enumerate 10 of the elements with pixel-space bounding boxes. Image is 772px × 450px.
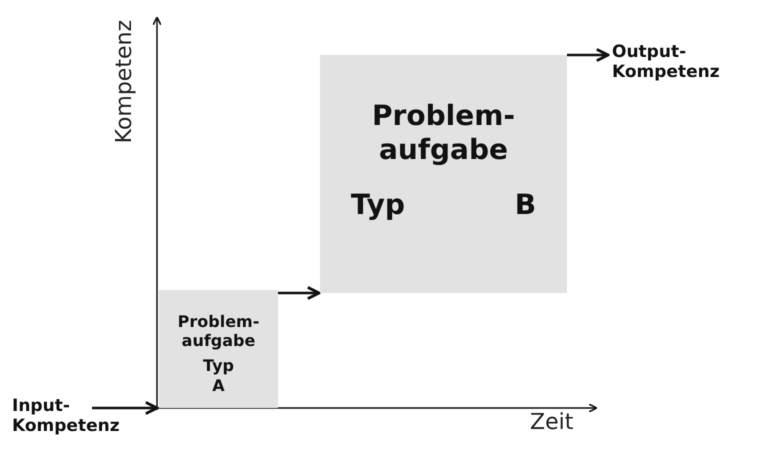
axis-title: Kompetenz	[112, 20, 137, 144]
box-title: Problem- aufgabe	[176, 312, 260, 350]
axis-title: Zeit	[530, 410, 574, 435]
box-subtitle: Typ A	[202, 356, 235, 395]
task-box	[320, 55, 567, 293]
task-box	[159, 290, 278, 408]
input-label: Input- Kompetenz	[12, 396, 120, 437]
output-label: Output- Kompetenz	[612, 42, 720, 83]
box-subtitle: Typ B	[350, 188, 538, 222]
box-title: Problem- aufgabe	[371, 99, 516, 166]
